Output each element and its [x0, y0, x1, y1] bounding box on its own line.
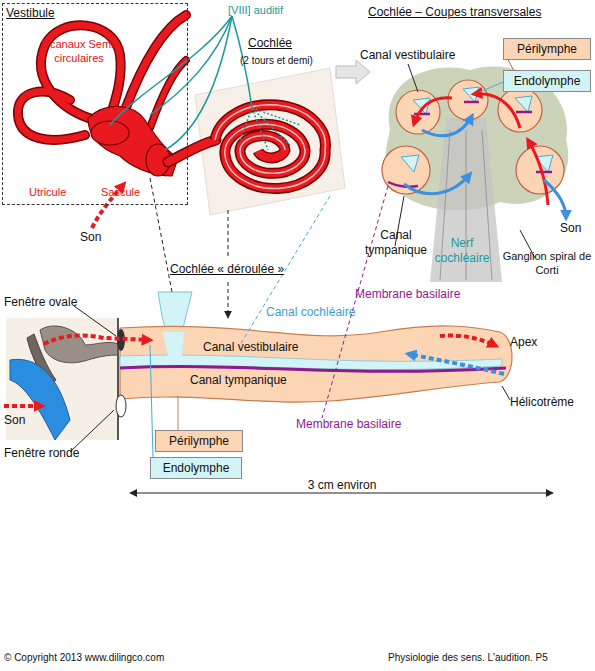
- cochlear-duct-section: [401, 155, 419, 172]
- leader-line: [178, 396, 179, 430]
- leader-line: [74, 306, 116, 336]
- part-label: Canal tympanique: [360, 228, 432, 258]
- part-label: Canal cochléaire: [266, 305, 355, 320]
- ear-inset: [40, 326, 118, 363]
- leader-line: [502, 386, 510, 400]
- sound-path-arrows: [4, 404, 42, 408]
- cochlear-turn: [382, 80, 564, 194]
- dimension-label: 3 cm environ: [287, 478, 397, 493]
- part-label: Canal vestibulaire: [360, 48, 455, 63]
- cochlea-spiral: [215, 105, 325, 189]
- dimension-line: [130, 493, 553, 494]
- ear-inset: [116, 395, 126, 417]
- part-label: Ganglion spiral de Corti: [501, 250, 593, 278]
- auditory-nerve: [110, 16, 300, 150]
- dimension-line: [130, 493, 553, 494]
- fluid-flow-arrows: [404, 174, 470, 194]
- section-arrow: [336, 60, 370, 84]
- semicircular-canals: [125, 15, 186, 110]
- section-title: Cochlée – Coupes transversales: [368, 5, 541, 20]
- dashed-region-box: Vestibule 3 canaux Semi-circulairesUtricu…: [2, 3, 188, 205]
- cochlear-turn: [448, 80, 488, 120]
- note-text: (2 tours et demi): [240, 55, 313, 68]
- legend-text: Endolymphe: [514, 74, 581, 88]
- section-arrow: [336, 60, 370, 84]
- part-label: Hélicotrème: [510, 395, 574, 410]
- part-label: Saccule: [101, 186, 140, 200]
- basilar-membrane-section: [414, 102, 552, 172]
- fluid-flow-arrows: [474, 94, 520, 128]
- cochlea-spiral: [215, 105, 325, 189]
- fluid-flow-arrows: [414, 98, 452, 124]
- part-label: Membrane basilaire: [355, 287, 460, 302]
- part-label: Utricule: [29, 186, 66, 200]
- unrolled-cochlea: [120, 367, 506, 372]
- legend-text: Périlymphe: [517, 42, 577, 56]
- cochlea-spiral: [215, 105, 325, 189]
- semicircular-canals: [150, 60, 186, 128]
- sound-path-arrows: [408, 354, 504, 374]
- leader-line: [70, 410, 114, 452]
- part-label: Canal tympanique: [190, 373, 287, 388]
- legend-text: Endolymphe: [163, 461, 230, 475]
- fluid-flow-arrows: [404, 94, 566, 218]
- sound-path-arrows: [44, 336, 150, 344]
- semicircular-canals: [150, 60, 186, 128]
- fluid-flow-arrows: [528, 140, 548, 205]
- unrolled-cochlea: [120, 326, 512, 402]
- nerve-label: [VIII] auditif: [228, 4, 283, 18]
- copyright-note: © Copyright 2013 www.dilingco.com: [4, 652, 164, 665]
- semicircular-canals: [18, 92, 85, 140]
- legend-swatch: Périlymphe: [155, 430, 243, 452]
- leader-line: [70, 50, 535, 458]
- sound-label: Son: [80, 230, 101, 245]
- section-title: Cochlée: [248, 36, 292, 51]
- legend-swatch: Périlymphe: [503, 38, 591, 60]
- fluid-flow-arrows: [544, 180, 566, 218]
- legend-text: Périlymphe: [169, 434, 229, 448]
- sound-path-arrows: [440, 335, 496, 346]
- fluid-flow-arrows: [422, 116, 472, 136]
- section-title: Cochlée « déroulée »: [170, 262, 284, 277]
- sound-path-arrows: [4, 335, 504, 406]
- cochlea-spiral: [215, 105, 325, 189]
- leader-line: [150, 178, 172, 292]
- part-label: Fenêtre ronde: [4, 446, 79, 461]
- auditory-nerve: [110, 16, 232, 125]
- cochlea-cross-section: [430, 118, 502, 282]
- part-label: Membrane basilaire: [296, 417, 401, 432]
- semicircular-canals: [125, 15, 186, 110]
- leader-line: [408, 64, 418, 92]
- legend-swatch: Endolymphe: [150, 457, 242, 479]
- leader-line: [322, 186, 388, 418]
- sound-label: Son: [560, 221, 581, 236]
- cochlear-duct-section: [515, 96, 532, 112]
- part-label: Fenêtre ovale: [4, 295, 77, 310]
- basilar-membrane-section: [388, 182, 418, 187]
- footer-note: Physiologie des sens. L'audition. P5: [388, 652, 548, 665]
- region-title: Vestibule: [6, 6, 55, 21]
- legend-swatch: Endolymphe: [503, 70, 591, 92]
- sound-label: Son: [4, 413, 25, 428]
- nerve-label: Nerf cochléaire: [430, 236, 494, 266]
- unrolled-cochlea: [163, 332, 184, 356]
- leader-line: [480, 82, 503, 92]
- auditory-nerve: [165, 16, 232, 150]
- unrolled-cochlea: [120, 292, 512, 402]
- cochlear-duct-section: [401, 87, 553, 172]
- ear-inset: [10, 359, 70, 440]
- part-label: Canal vestibulaire: [203, 340, 298, 355]
- part-label: Apex: [510, 335, 537, 350]
- part-label: 3 canaux Semi-circulaires: [34, 38, 124, 66]
- auditory-nerve: [240, 108, 300, 150]
- leader-line: [150, 345, 153, 458]
